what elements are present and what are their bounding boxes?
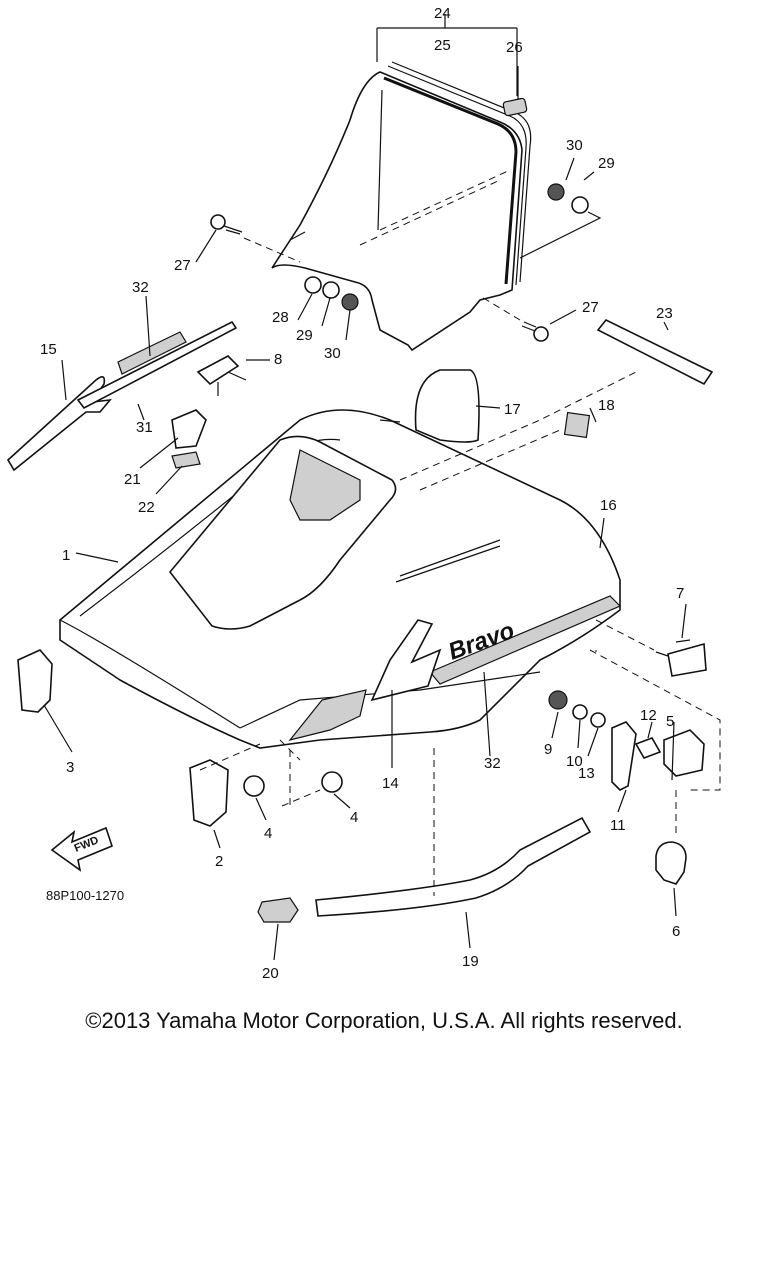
part-code: 88P100-1270 xyxy=(46,888,124,903)
bumper-19 xyxy=(315,816,592,917)
callout-27a: 27 xyxy=(174,257,191,274)
callout-25: 25 xyxy=(434,37,451,54)
knob-6 xyxy=(655,841,687,885)
bracket-8 xyxy=(196,355,247,396)
callout-30b: 30 xyxy=(566,137,583,154)
bracket-3 xyxy=(17,649,53,713)
callout-5: 5 xyxy=(666,713,674,730)
bracket-2 xyxy=(189,759,229,827)
windshield xyxy=(271,61,532,352)
callout-19: 19 xyxy=(462,953,479,970)
callout-20: 20 xyxy=(262,965,279,982)
callout-32a: 32 xyxy=(132,279,149,296)
nut-30-right xyxy=(547,183,565,201)
callout-6: 6 xyxy=(672,923,680,940)
clip-26 xyxy=(502,97,528,117)
parts-diagram: Bravo FWD xyxy=(6,5,721,982)
callout-4b: 4 xyxy=(350,809,358,826)
callout-28: 28 xyxy=(272,309,289,326)
callout-12: 12 xyxy=(640,707,657,724)
callout-27b: 27 xyxy=(582,299,599,316)
callout-4a: 4 xyxy=(264,825,272,842)
part-22 xyxy=(171,451,201,469)
nut-9 xyxy=(548,690,568,710)
callout-2: 2 xyxy=(215,853,223,870)
hood: Bravo xyxy=(59,409,622,761)
copyright-notice: ©2013 Yamaha Motor Corporation, U.S.A. A… xyxy=(85,1008,683,1033)
callout-1: 1 xyxy=(62,547,70,564)
callout-7: 7 xyxy=(676,585,684,602)
callout-15: 15 xyxy=(40,341,57,358)
callout-9: 9 xyxy=(544,741,552,758)
callout-30a: 30 xyxy=(324,345,341,362)
callout-17: 17 xyxy=(504,401,521,418)
callout-22: 22 xyxy=(138,499,155,516)
windshield-moulding xyxy=(383,76,518,285)
callout-24: 24 xyxy=(434,5,451,22)
callout-21: 21 xyxy=(124,471,141,488)
callout-10: 10 xyxy=(566,753,583,770)
callout-32b: 32 xyxy=(484,755,501,772)
washer-28 xyxy=(304,276,322,294)
callout-26: 26 xyxy=(506,39,523,56)
part-20 xyxy=(257,897,299,923)
callout-3: 3 xyxy=(66,759,74,776)
washer-10 xyxy=(572,704,588,720)
decal-31 xyxy=(76,320,238,410)
washer-29-left xyxy=(322,281,340,299)
part-21 xyxy=(171,409,207,449)
bracket-5 xyxy=(663,729,705,777)
link-11 xyxy=(611,721,637,791)
bushing-12 xyxy=(634,737,662,759)
bolt-27-left xyxy=(210,214,301,263)
pad-18 xyxy=(563,411,591,439)
callout-23: 23 xyxy=(656,305,673,322)
nut-30-left xyxy=(341,293,359,311)
handle-7 xyxy=(595,619,707,677)
callout-29a: 29 xyxy=(296,327,313,344)
grommet-4-left xyxy=(243,775,265,797)
washer-29-right xyxy=(571,196,589,214)
callout-31: 31 xyxy=(136,419,153,436)
callout-18: 18 xyxy=(598,397,615,414)
callout-29b: 29 xyxy=(598,155,615,172)
bar-23 xyxy=(596,318,714,386)
decal-32-left xyxy=(117,331,187,375)
fwd-arrow: FWD xyxy=(50,826,113,872)
grommet-4-right xyxy=(321,771,343,793)
callout-11: 11 xyxy=(610,817,626,834)
callout-8: 8 xyxy=(274,351,282,368)
callout-16: 16 xyxy=(600,497,617,514)
bolt-27-right xyxy=(479,295,549,342)
callout-14: 14 xyxy=(382,775,399,792)
washer-13 xyxy=(590,712,606,728)
callout-13: 13 xyxy=(578,765,595,782)
seat-17 xyxy=(414,369,480,443)
